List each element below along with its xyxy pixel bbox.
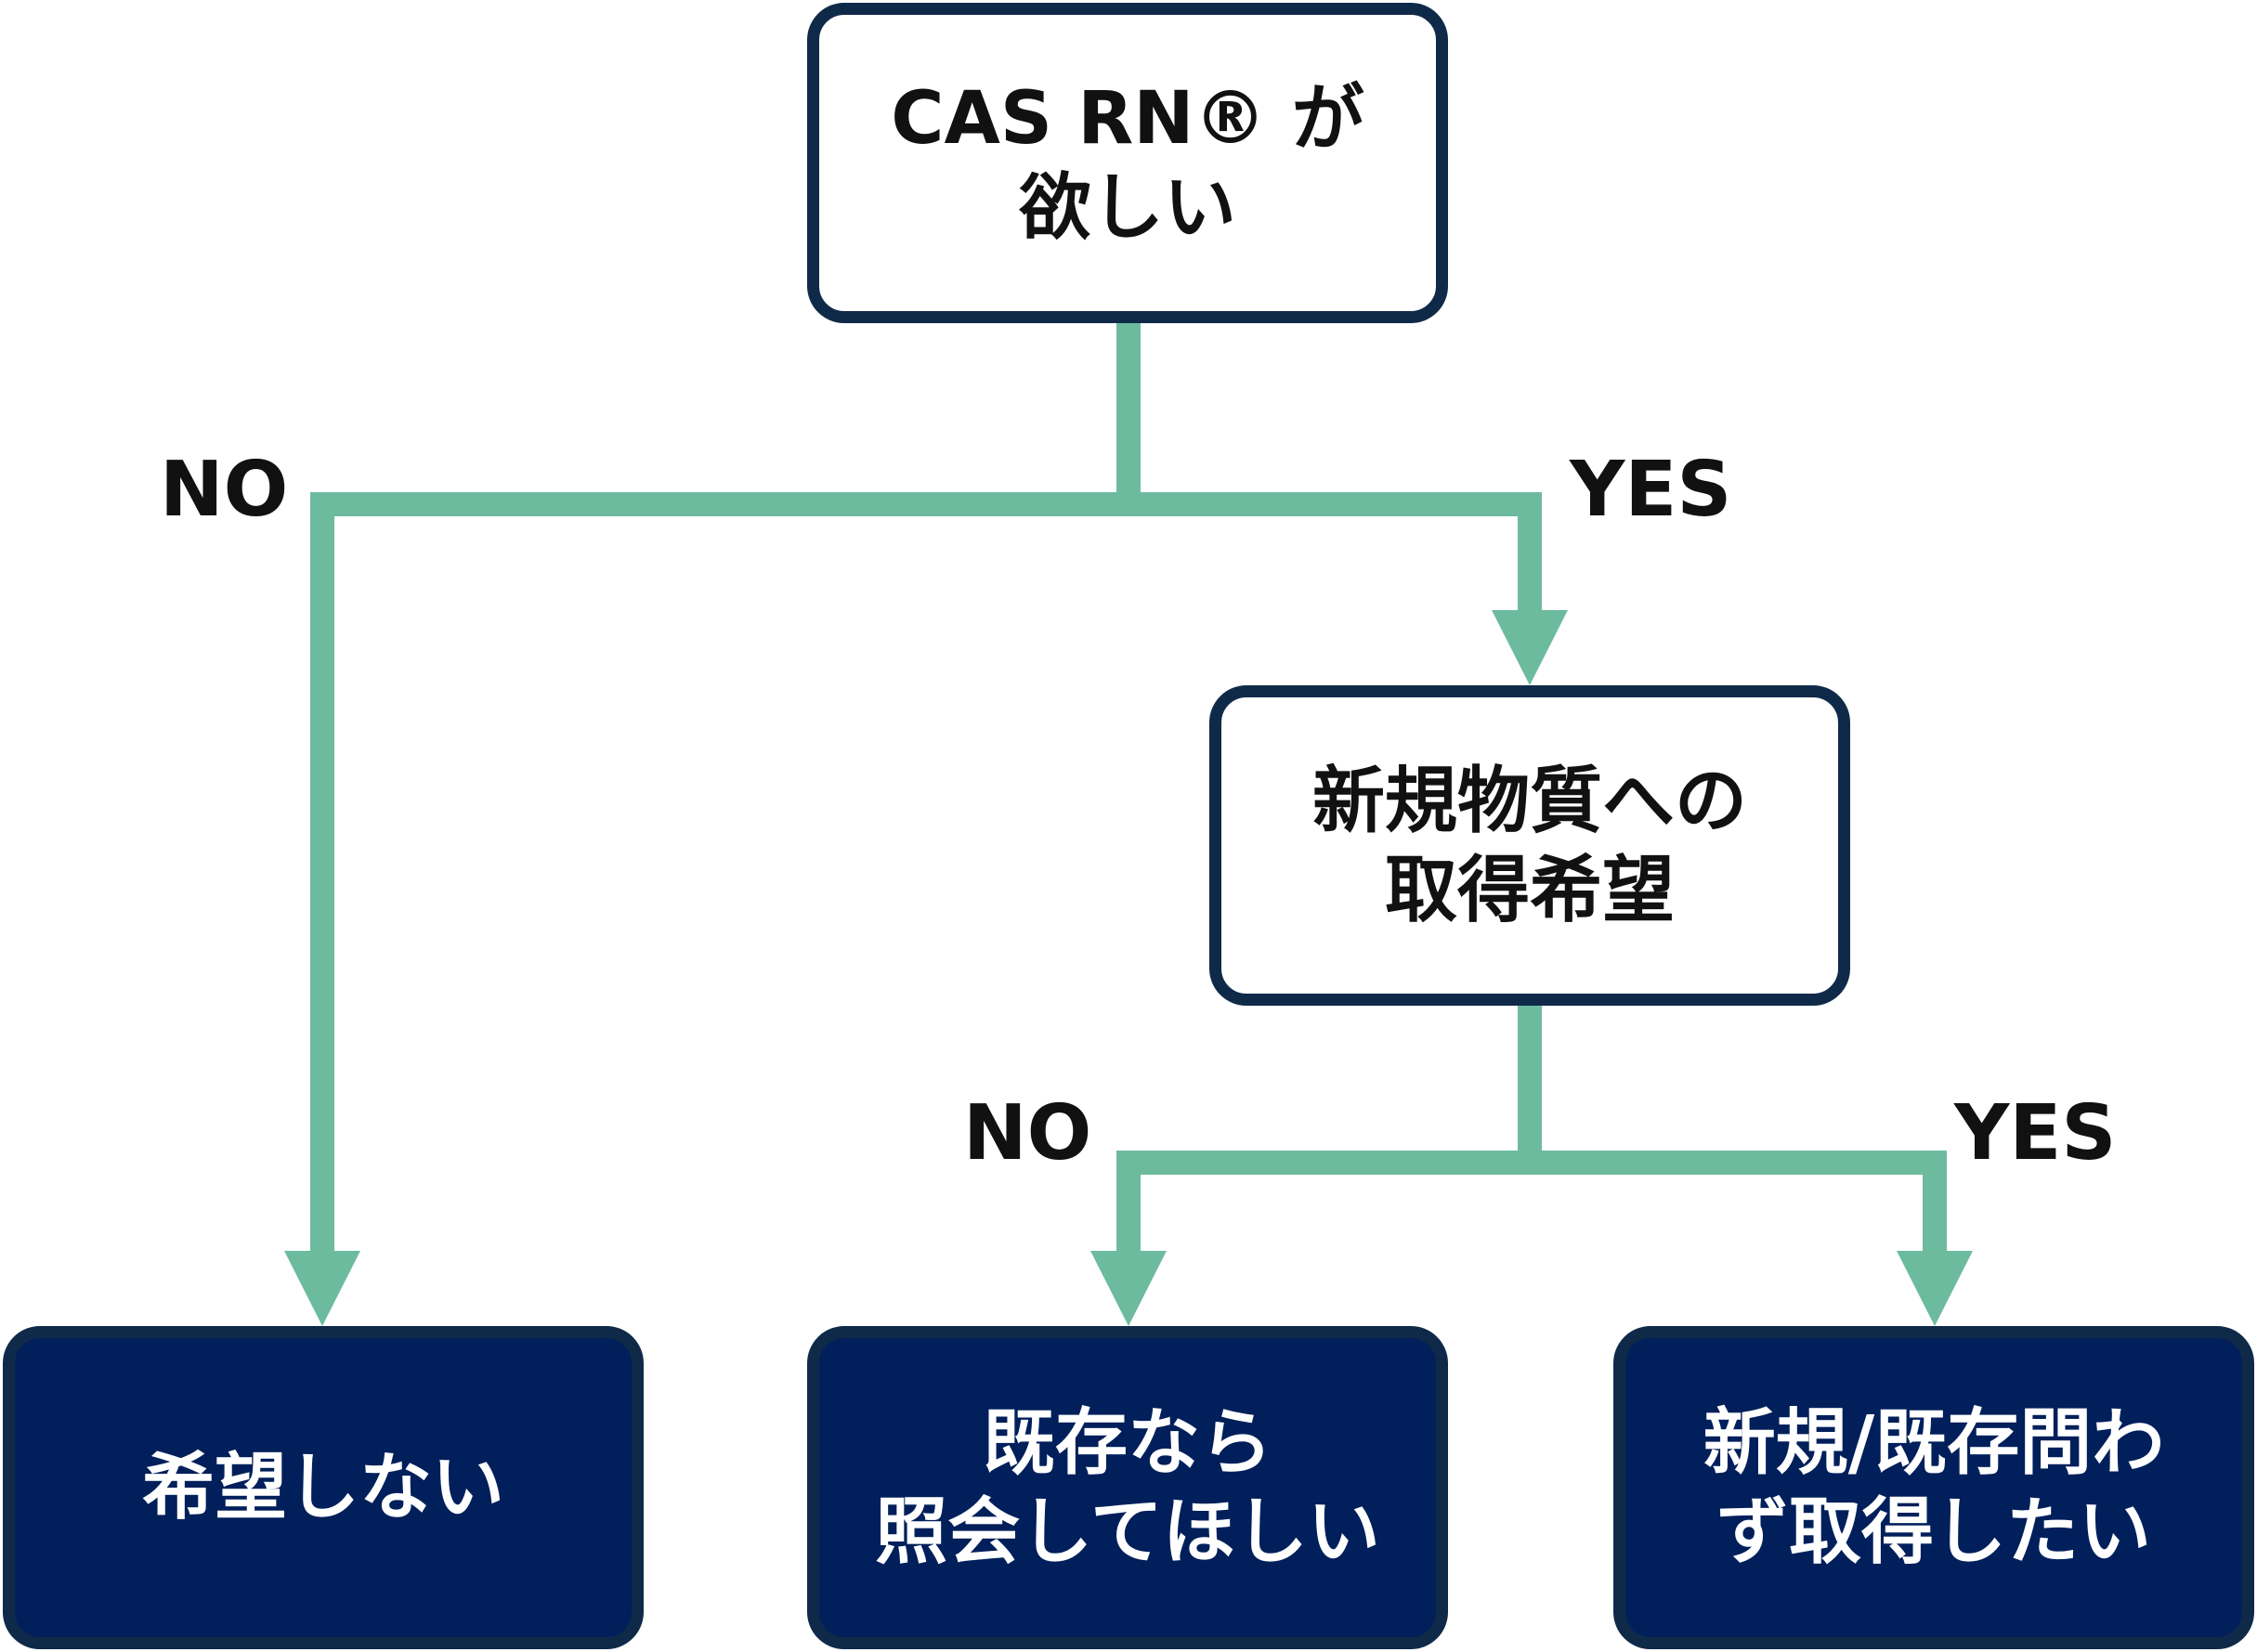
- edge-label-q1-no: NO: [160, 446, 289, 534]
- question-node-new-substance: 新規物質への 取得希望: [1209, 685, 1850, 1006]
- answer-node-inquiry-if-existing: 既存なら 照会してほしい: [807, 1326, 1448, 1649]
- node-text-line: 新規物質への: [1311, 759, 1747, 843]
- connector-q1-yes: [1128, 492, 1542, 615]
- answer-node-obtain-regardless: 新規/既存問わ ず取得したい: [1613, 1326, 2254, 1649]
- edge-label-q2-yes: YES: [1954, 1089, 2117, 1177]
- arrowhead-q2: [1492, 610, 1568, 685]
- connector-q2-yes: [1530, 1151, 1947, 1255]
- arrowhead-a2: [1090, 1251, 1167, 1326]
- node-text-line: CAS RN® が: [891, 76, 1364, 161]
- node-text-line: 既存なら: [982, 1401, 1272, 1485]
- node-text-line: 照会してほしい: [875, 1490, 1380, 1574]
- node-text-line: 希望しない: [141, 1446, 504, 1529]
- connector-q1-no: [310, 492, 1128, 1255]
- question-node-want-cas-rn: CAS RN® が 欲しい: [807, 3, 1448, 323]
- node-text-line: 新規/既存問わ: [1703, 1401, 2165, 1485]
- edge-label-q1-yes: YES: [1570, 446, 1732, 534]
- node-text-line: 欲しい: [1018, 165, 1236, 250]
- arrowhead-a1: [284, 1251, 360, 1326]
- node-text-line: 取得希望: [1384, 848, 1675, 932]
- node-text-line: ず取得したい: [1716, 1490, 2151, 1574]
- edge-label-q2-no: NO: [963, 1089, 1092, 1177]
- arrowhead-a3: [1897, 1251, 1973, 1326]
- answer-node-not-wanted: 希望しない: [3, 1326, 644, 1649]
- connector-q2-no: [1116, 1151, 1530, 1255]
